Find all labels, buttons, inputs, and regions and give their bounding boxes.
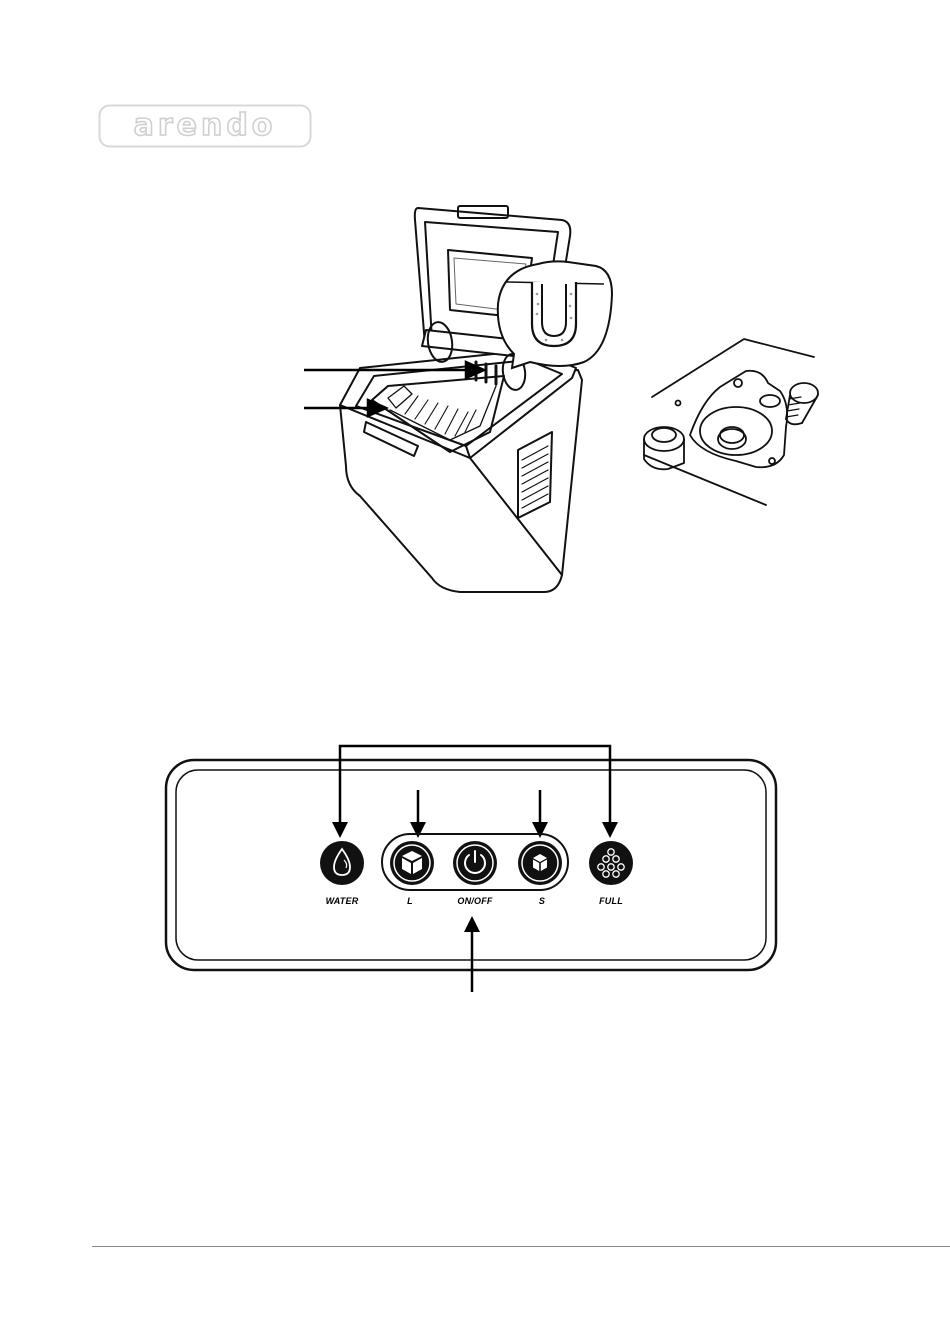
small-ice-button[interactable]: [518, 841, 562, 885]
arendo-logo: arendo: [98, 104, 312, 148]
water-button[interactable]: [320, 841, 364, 885]
logo-text: arendo: [134, 108, 277, 143]
drain-plug-detail: [640, 335, 830, 510]
full-button[interactable]: [589, 841, 633, 885]
large-ice-button[interactable]: [390, 841, 434, 885]
ice-maker-illustration: [300, 200, 630, 595]
small-label: S: [512, 896, 572, 906]
power-label: ON/OFF: [445, 896, 505, 906]
full-label: FULL: [581, 896, 641, 906]
water-label: WATER: [312, 896, 372, 906]
footer-divider: [92, 1246, 950, 1247]
control-panel-drawing: [160, 740, 790, 1000]
control-panel: WATER L ON/OFF S FULL: [160, 740, 790, 1000]
power-button[interactable]: [453, 841, 497, 885]
large-label: L: [380, 896, 440, 906]
